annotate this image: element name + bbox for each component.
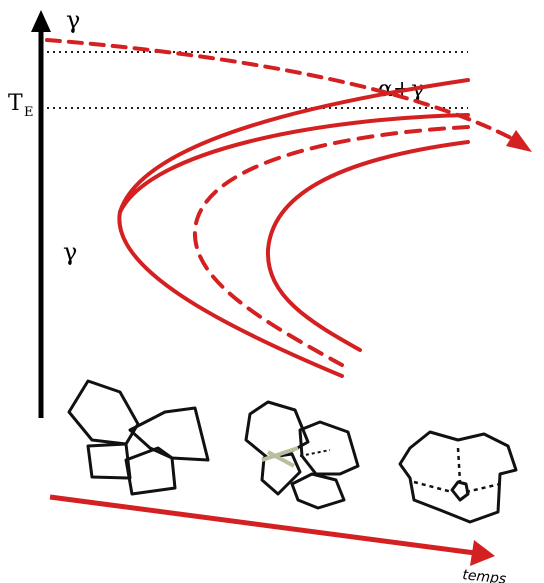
gamma-top-label: γ (66, 6, 80, 34)
time-axis-arrowhead-icon (470, 540, 495, 566)
gamma-mid-label: γ (63, 238, 77, 266)
second-c-curve (118, 113, 470, 214)
grain-group-1 (67, 379, 210, 496)
dashed-c-curve (192, 125, 470, 367)
cooling-path (45, 38, 532, 152)
nucleation-site-icon (267, 450, 295, 468)
cooling-path-arrowhead-icon (506, 130, 532, 152)
te-label: T E (8, 91, 34, 120)
inner-c-curve (265, 140, 470, 352)
svg-text:E: E (24, 105, 34, 120)
grain-group-2 (244, 400, 360, 510)
grain-group-3 (398, 430, 518, 524)
ferrite-nucleus-icon (450, 480, 470, 502)
time-axis (49, 494, 495, 566)
time-label: temps (462, 567, 507, 583)
outer-c-curve (117, 78, 470, 378)
transformation-curves (117, 78, 470, 378)
temperature-axis (31, 10, 51, 418)
temperature-axis-arrowhead-icon (31, 10, 51, 32)
svg-text:T: T (8, 91, 23, 116)
